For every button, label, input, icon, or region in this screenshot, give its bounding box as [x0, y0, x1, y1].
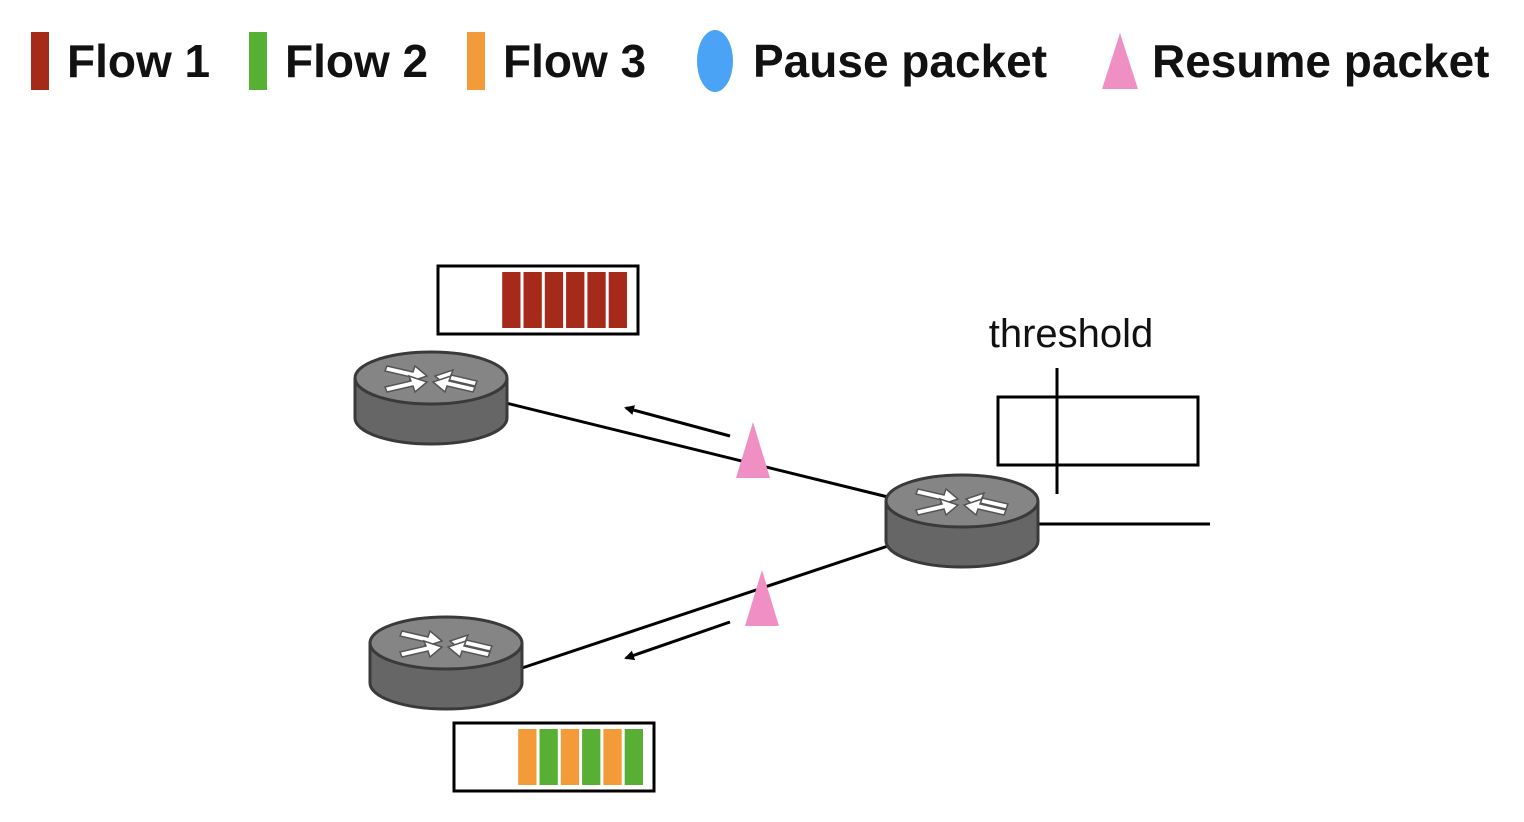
legend: Flow 1 Flow 2 Flow 3 Pause packet Resume… [0, 0, 1524, 120]
router-bottom [368, 615, 524, 711]
bottom-queue-packet [560, 729, 580, 785]
flow3-label: Flow 3 [503, 35, 647, 87]
flow3-swatch [467, 32, 485, 90]
top-queue-packets [502, 272, 627, 328]
arrow-top [624, 405, 731, 438]
switch-queue [996, 395, 1200, 467]
flow2-label: Flow 2 [285, 35, 429, 87]
pause-packet-icon [697, 30, 733, 92]
resume-label: Resume packet [1152, 35, 1490, 87]
bottom-queue-packets [518, 729, 643, 785]
resume-packet-icon [1102, 33, 1138, 89]
legend-item-flow1: Flow 1 [31, 30, 210, 92]
bottom-queue-packet [624, 729, 643, 785]
link-top [505, 401, 889, 499]
top-queue-packet [587, 272, 606, 328]
legend-item-flow3: Flow 3 [467, 30, 646, 92]
router-switch [884, 473, 1040, 569]
top-queue-packet [566, 272, 585, 328]
bottom-queue-packet [539, 729, 558, 785]
legend-item-resume: Resume packet [1102, 30, 1490, 92]
flow2-swatch [249, 32, 267, 90]
bottom-queue-packet [603, 729, 622, 785]
resume-packet-top [736, 422, 770, 478]
arrow-bottom [624, 620, 731, 661]
bottom-queue-packet [518, 729, 537, 785]
top-queue-packet [608, 272, 627, 328]
router-top [353, 350, 509, 446]
flow1-label: Flow 1 [67, 35, 211, 87]
resume-packet-bottom [745, 570, 779, 626]
link-bottom [521, 544, 889, 670]
top-queue-packet [502, 272, 521, 328]
flow1-swatch [31, 32, 49, 90]
pause-label: Pause packet [753, 35, 1048, 87]
bottom-queue-packet [582, 729, 601, 785]
legend-item-flow2: Flow 2 [249, 30, 428, 92]
legend-item-pause: Pause packet [697, 30, 1047, 92]
threshold-label: threshold [989, 312, 1154, 356]
top-queue-packet [523, 272, 542, 328]
top-queue-packet [544, 272, 564, 328]
